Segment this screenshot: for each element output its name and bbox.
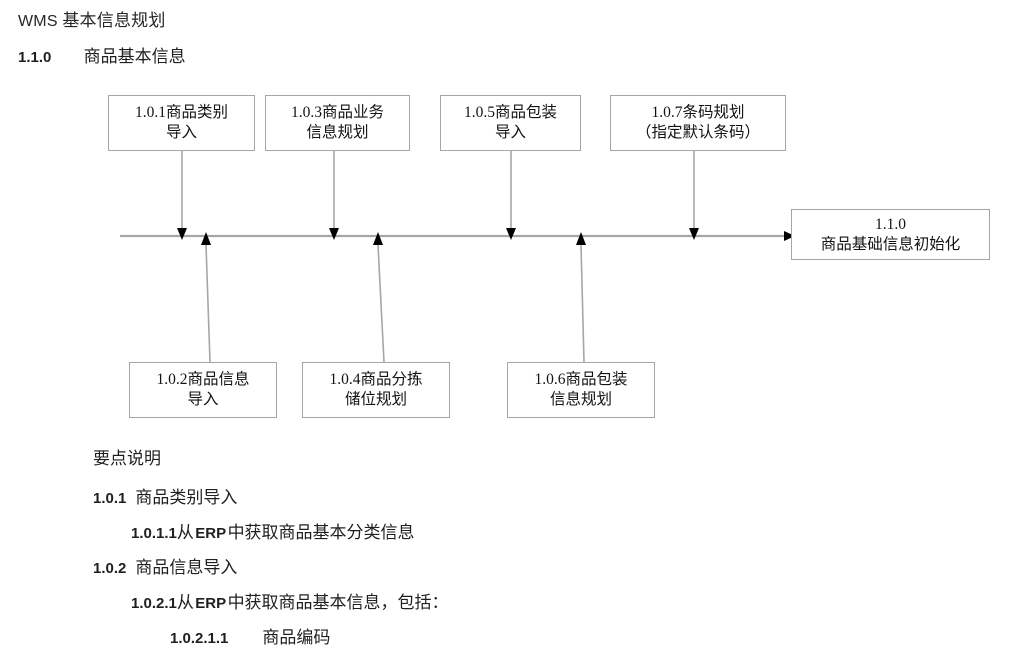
note-number: 1.0.2.1.1: [170, 630, 229, 647]
node-line-2: 商品基础信息初始化: [820, 235, 961, 253]
diagram-node-1-0-1[interactable]: 1.0.1商品类别 导入: [108, 95, 255, 151]
note-text-b: 中获取商品基本信息，包括：: [227, 593, 449, 612]
node-line-1: 1.0.7条码规划: [651, 104, 745, 122]
connector-top-3: [329, 151, 339, 240]
node-line-1: 1.0.3商品业务: [290, 104, 384, 122]
connector-bottom-2: [201, 232, 211, 363]
heading-latin-text: WMS: [18, 13, 58, 30]
note-text: 商品类别导入: [135, 488, 238, 507]
section-heading: 1.1.0 商品基本信息: [18, 42, 186, 67]
node-line-1: 1.0.2商品信息: [156, 371, 250, 389]
node-line-2: 导入: [187, 391, 219, 408]
node-line-1: 1.0.1商品类别: [134, 104, 228, 122]
node-line-1: 1.0.6商品包装: [534, 371, 628, 389]
notes-title: 要点说明: [93, 449, 161, 468]
section-number: 1.1.0: [18, 49, 52, 66]
node-line-2: 储位规划: [344, 391, 407, 408]
note-number: 1.0.1: [93, 490, 127, 507]
node-line-2: 信息规划: [306, 124, 369, 141]
diagram-node-1-0-6[interactable]: 1.0.6商品包装 信息规划: [507, 362, 655, 418]
note-text-a: 从: [176, 593, 194, 612]
diagram-node-1-0-7[interactable]: 1.0.7条码规划 （指定默认条码）: [610, 95, 786, 151]
connector-top-5: [506, 151, 516, 240]
heading-cjk-text: 基本信息规划: [62, 11, 166, 30]
note-number: 1.0.2: [93, 560, 127, 577]
note-item-1-0-2: 1.0.2 商品信息导入: [93, 553, 237, 578]
note-text-a: 从: [176, 523, 194, 542]
diagram-node-result-1-1-0[interactable]: 1.1.0 商品基础信息初始化: [791, 209, 990, 260]
main-process-spine: [120, 231, 795, 241]
note-latin-term: ERP: [195, 525, 227, 542]
note-item-1-0-1: 1.0.1 商品类别导入: [93, 483, 237, 508]
document-heading: WMS 基本信息规划: [18, 6, 166, 31]
note-text: 商品编码: [262, 628, 331, 647]
node-line-2: 导入: [494, 124, 526, 141]
note-number: 1.0.1.1: [131, 525, 177, 542]
note-text-b: 中获取商品基本分类信息: [227, 523, 415, 542]
node-line-2: 信息规划: [549, 391, 612, 408]
connector-bottom-6: [576, 232, 586, 363]
node-line-1: 1.0.5商品包装: [463, 104, 557, 122]
note-number: 1.0.2.1: [131, 595, 177, 612]
node-line-2: 导入: [165, 124, 197, 141]
section-title: 商品基本信息: [83, 47, 186, 66]
diagram-node-1-0-4[interactable]: 1.0.4商品分拣 储位规划: [302, 362, 450, 418]
connector-bottom-4: [373, 232, 385, 363]
connector-top-1: [177, 151, 187, 240]
connector-top-7: [689, 151, 699, 240]
diagram-node-1-0-2[interactable]: 1.0.2商品信息 导入: [129, 362, 277, 418]
note-text: 商品信息导入: [135, 558, 238, 577]
note-latin-term: ERP: [195, 595, 227, 612]
note-item-1-0-2-1: 1.0.2.1从 ERP 中获取商品基本信息，包括：: [131, 588, 449, 613]
diagram-node-1-0-5[interactable]: 1.0.5商品包装 导入: [440, 95, 581, 151]
diagram-node-1-0-3[interactable]: 1.0.3商品业务 信息规划: [265, 95, 410, 151]
note-item-1-0-1-1: 1.0.1.1从 ERP 中获取商品基本分类信息: [131, 518, 415, 543]
node-line-2: （指定默认条码）: [635, 124, 760, 141]
note-item-1-0-2-1-1: 1.0.2.1.1 商品编码: [170, 623, 330, 648]
node-line-1: 1.0.4商品分拣: [329, 371, 423, 389]
node-line-1: 1.1.0: [875, 215, 906, 233]
